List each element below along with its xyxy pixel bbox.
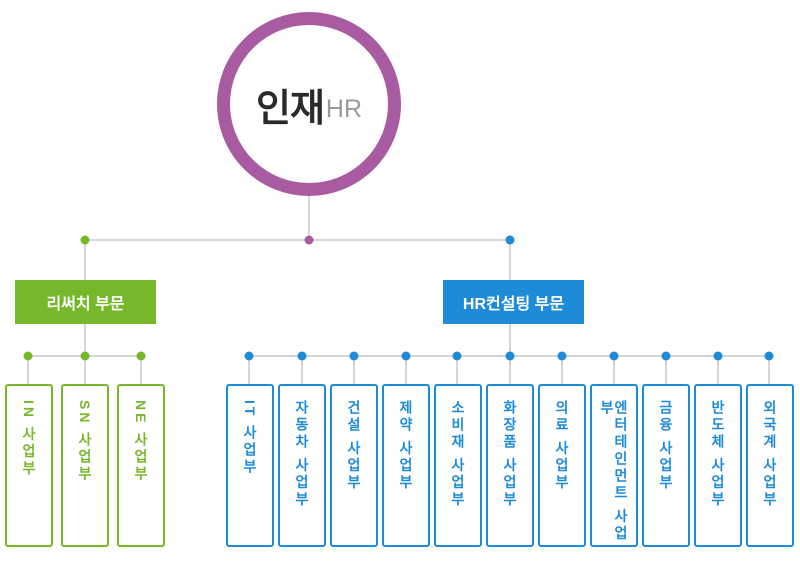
unit-label: 엔터테인먼트 사업부: [599, 400, 629, 543]
junction-dot: [764, 351, 774, 361]
unit-automotive: 자동차 사업부: [278, 384, 326, 547]
root-title: 인재: [255, 87, 325, 130]
junction-dot: [661, 351, 671, 361]
junction-dot: [713, 351, 723, 361]
junction-dot: [505, 235, 515, 245]
unit-label: IT 사업부: [242, 400, 258, 477]
unit-label: 소비재 사업부: [450, 400, 466, 509]
consulting-division-box: HR컨설팅 부문: [443, 280, 584, 324]
junction-dot: [136, 351, 146, 361]
unit-pharma: 제약 사업부: [382, 384, 430, 547]
unit-label: 건설 사업부: [346, 400, 362, 492]
unit-sn: SN 사업부: [61, 384, 109, 547]
junction-dot: [80, 351, 90, 361]
junction-dot: [23, 351, 33, 361]
unit-label: NE 사업부: [133, 400, 149, 484]
unit-it: IT 사업부: [226, 384, 274, 547]
unit-in: IN 사업부: [5, 384, 53, 547]
unit-medical: 의료 사업부: [538, 384, 586, 547]
junction-dot: [304, 235, 314, 245]
root-subtitle: HR: [325, 94, 363, 123]
unit-construction: 건설 사업부: [330, 384, 378, 547]
unit-label: 금융 사업부: [658, 400, 674, 492]
unit-cosmetics: 화장품 사업부: [486, 384, 534, 547]
unit-label: 의료 사업부: [554, 400, 570, 492]
unit-label: 화장품 사업부: [502, 400, 518, 509]
unit-entertainment: 엔터테인먼트 사업부: [590, 384, 638, 547]
root-node: 인재 HR: [217, 12, 401, 196]
unit-label: SN 사업부: [77, 400, 93, 484]
junction-dot: [452, 351, 462, 361]
junction-dot: [505, 351, 515, 361]
junction-dot: [244, 351, 254, 361]
junction-dot: [80, 235, 90, 245]
research-division-box: 리써치 부문: [15, 280, 156, 324]
unit-label: 제약 사업부: [398, 400, 414, 492]
junction-dot: [557, 351, 567, 361]
junction-dot: [349, 351, 359, 361]
junction-dot: [401, 351, 411, 361]
junction-dot: [609, 351, 619, 361]
unit-label: 외국계 사업부: [762, 400, 778, 509]
junction-dot: [297, 351, 307, 361]
unit-label: 자동차 사업부: [294, 400, 310, 509]
unit-consumer-goods: 소비재 사업부: [434, 384, 482, 547]
unit-label: IN 사업부: [21, 400, 37, 478]
unit-label: 반도체 사업부: [710, 400, 726, 509]
unit-semiconductor: 반도체 사업부: [694, 384, 742, 547]
unit-finance: 금융 사업부: [642, 384, 690, 547]
unit-ne: NE 사업부: [117, 384, 165, 547]
unit-foreign: 외국계 사업부: [746, 384, 794, 547]
